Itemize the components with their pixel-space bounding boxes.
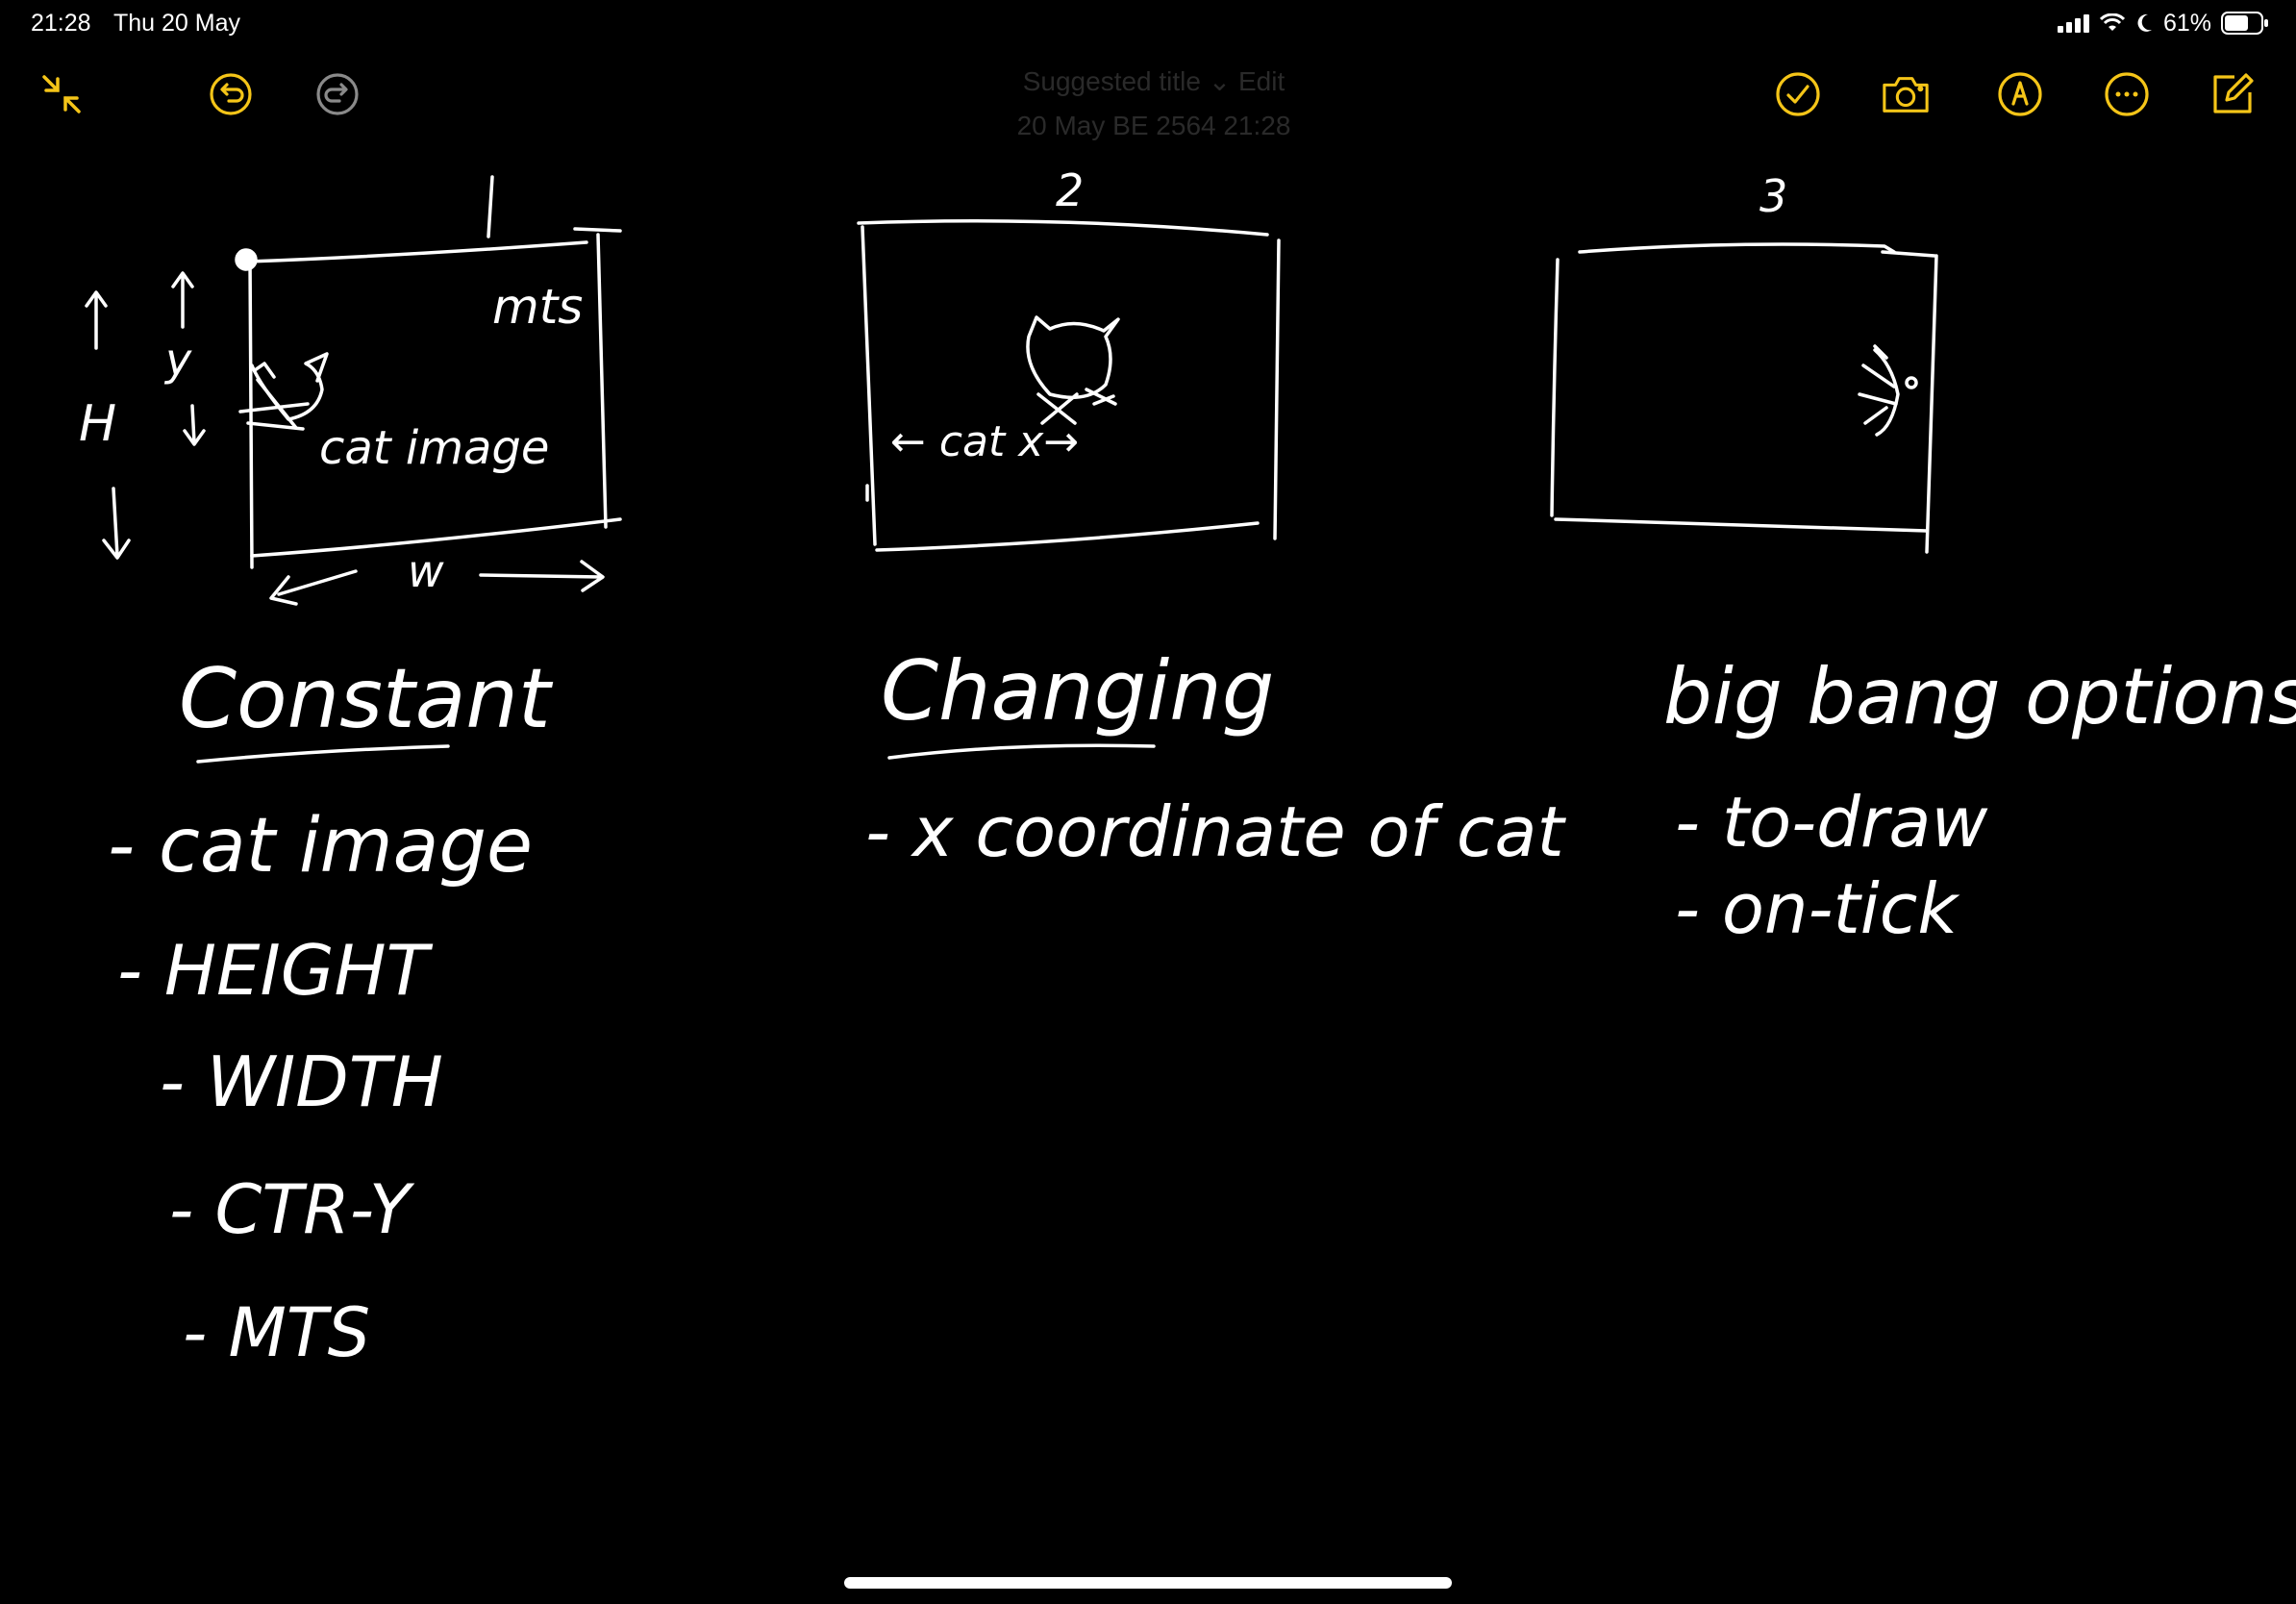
compose-button[interactable]	[2208, 69, 2258, 119]
do-not-disturb-moon-icon	[2137, 13, 2152, 32]
height-label: H	[79, 395, 116, 453]
note-title-suggested[interactable]: Suggested title ⌄ Edit	[1022, 66, 1285, 96]
done-checkmark-icon	[1776, 72, 1820, 116]
undo-button[interactable]	[206, 69, 256, 119]
constant-item-width: - WIDTH	[160, 1041, 443, 1122]
cellular-signal-icon	[2057, 14, 2089, 33]
redo-button[interactable]	[312, 69, 362, 119]
constant-item-ctr-y: - CTR-Y	[169, 1170, 415, 1249]
changing-heading: Changing	[881, 643, 1274, 739]
frame-3	[1550, 242, 1938, 554]
compose-icon	[2213, 73, 2254, 113]
constant-item-cat-image: - cat image	[108, 803, 533, 890]
undo-icon	[210, 73, 252, 115]
battery-icon	[2221, 12, 2268, 35]
frame-2	[857, 218, 1281, 552]
big-bang-heading: big bang options	[1663, 652, 2296, 741]
cat-x-label: ← cat x→	[890, 417, 1079, 466]
camera-button[interactable]	[1881, 69, 1931, 119]
constant-heading: Constant	[179, 651, 554, 747]
y-label: y	[163, 334, 192, 386]
collapse-button[interactable]	[37, 69, 87, 119]
width-label: w	[408, 545, 444, 597]
constant-underline	[196, 744, 450, 764]
frame-1	[85, 175, 622, 606]
camera-icon	[1883, 77, 1929, 113]
more-ellipsis-icon	[2105, 72, 2149, 116]
note-title[interactable]: Suggested title ⌄ Edit 20 May BE 2564 21…	[923, 60, 1385, 148]
cat-sketch-1	[238, 352, 329, 431]
width-arrow	[269, 560, 605, 606]
cat-sketch-2	[1026, 315, 1120, 425]
battery-percentage: 61%	[2162, 9, 2211, 37]
cat-image-label: cat image	[319, 421, 549, 475]
cat-sketch-3	[1858, 344, 1918, 437]
note-title-date: 20 May BE 2564 21:28	[1016, 111, 1291, 140]
changing-item-x-coordinate: - x coordinate of cat	[865, 791, 1567, 872]
wifi-icon	[2099, 13, 2125, 31]
status-bar: 21:28 Thu 20 May 61%	[0, 0, 2296, 46]
more-button[interactable]	[2102, 69, 2152, 119]
big-bang-item-to-draw: - to-draw	[1675, 782, 1988, 863]
big-bang-item-on-tick: - on-tick	[1675, 868, 1960, 949]
changing-underline	[887, 743, 1156, 760]
frame-2-number: 2	[1056, 164, 1084, 216]
status-time: 21:28	[31, 10, 91, 37]
home-indicator[interactable]	[844, 1577, 1452, 1589]
frame-3-number: 3	[1759, 170, 1787, 222]
status-date: Thu 20 May	[113, 10, 241, 37]
markup-button[interactable]	[1995, 69, 2045, 119]
y-arrow	[171, 271, 206, 446]
constant-item-height: - HEIGHT	[117, 930, 434, 1011]
constant-item-mts: - MTS	[183, 1293, 370, 1372]
markup-pen-icon	[1998, 72, 2042, 116]
height-arrow	[85, 290, 131, 560]
mts-label: mts	[492, 279, 583, 335]
done-button[interactable]	[1773, 69, 1823, 119]
redo-icon	[316, 73, 359, 115]
status-indicators: 61%	[2057, 8, 2269, 38]
collapse-arrows-icon	[42, 75, 81, 113]
